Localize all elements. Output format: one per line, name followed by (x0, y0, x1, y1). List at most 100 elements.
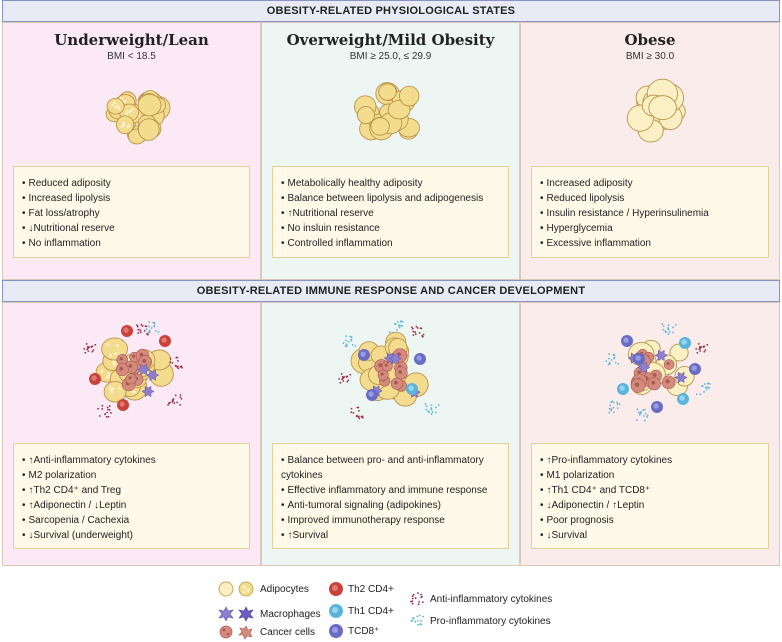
cytokine-dot (357, 416, 360, 418)
macrophage (137, 363, 151, 376)
obese-bmi: BMI ≥ 30.0 (625, 51, 675, 62)
cytokine-dot (137, 328, 140, 331)
cytokine-dot (671, 331, 674, 334)
cytokine-dot (612, 406, 615, 409)
cytokine-dot (148, 321, 151, 324)
bullet-icon: • (22, 223, 26, 234)
feature-text: ↑Th1 CD4⁺ and TCD8⁺ (546, 485, 651, 496)
cytokine-dot (136, 325, 139, 328)
cytokine-dot (703, 345, 706, 348)
cytokine-dot (411, 326, 413, 329)
cytokine-dot (83, 348, 86, 350)
cytokine-dot (174, 365, 177, 367)
cytokine-dot (86, 348, 89, 351)
cytokine-dot (416, 615, 419, 618)
feature-item: •No insluin resistance (281, 221, 500, 236)
cytokine-dot (106, 406, 109, 409)
cytokine-dot (417, 623, 420, 626)
cytokine-dot (665, 331, 667, 334)
feature-text: Insulin resistance / Hyperinsulinemia (546, 208, 709, 219)
cytokine-dot (610, 359, 613, 361)
cytokine-dot (425, 408, 428, 411)
cytokine-dot (148, 325, 150, 328)
cytokine-dot (105, 415, 108, 418)
cytokine-dot (410, 600, 412, 603)
cytokine-dot (167, 404, 169, 406)
feature-item: •Improved immunotherapy response (281, 513, 500, 528)
underweight-title: Underweight/Lean (54, 31, 209, 49)
adipocyte (370, 117, 390, 136)
feature-text: ↑Adiponectin / ↓Leptin (28, 500, 127, 511)
feature-item: •↓Adiponectin / ↑Leptin (540, 498, 760, 513)
cytokine-dot (411, 602, 414, 605)
feature-item: •↑Survival (281, 528, 500, 543)
cytokine-dot (91, 345, 94, 348)
cytokine-dot (608, 357, 610, 360)
feature-item: •Poor prognosis (540, 513, 760, 528)
cytokine-dot (617, 362, 620, 365)
cytokine-dot (181, 366, 183, 369)
cytokine-dot (87, 350, 90, 352)
cytokine-dot (341, 375, 344, 378)
cytokine-dot (644, 408, 646, 411)
obese-immune-features-box: •↑Pro-inflammatory cytokines•M1 polariza… (531, 443, 769, 549)
cytokine-dot (108, 409, 111, 411)
cytokine-dot (107, 415, 110, 418)
cytokine-dot (695, 348, 698, 350)
feature-text: Fat loss/atrophy (28, 208, 100, 219)
bullet-icon: • (540, 193, 544, 204)
cytokine-dot (173, 402, 176, 405)
cytokine-dot (412, 593, 415, 596)
cytokine-dot (418, 614, 421, 617)
pro-inflammatory-cytokine-icon (410, 614, 425, 626)
cytokine-dot (421, 334, 423, 337)
cytokine-dot (416, 619, 419, 622)
cytokine-dot (428, 411, 430, 414)
cytokine-dot (704, 386, 707, 389)
cytokine-dot (110, 411, 112, 414)
cytokine-dot (668, 330, 671, 333)
cancer-cell-icon (219, 625, 253, 640)
bullet-icon: • (281, 500, 285, 511)
bullet-icon: • (22, 238, 26, 249)
cytokine-dot (638, 413, 641, 416)
cytokine-dot (154, 329, 157, 332)
cytokine-dot (358, 409, 360, 412)
cytokine-dot (171, 362, 174, 364)
cytokine-dot (176, 366, 179, 368)
adipocyte (116, 115, 135, 135)
cytokine-dot (401, 325, 403, 327)
cytokine-dot (106, 411, 108, 414)
feature-text: Increased lipolysis (28, 193, 111, 204)
cytokine-dot (401, 320, 404, 323)
cytokine-dot (425, 405, 428, 408)
feature-item: •Controlled inflammation (281, 236, 500, 251)
bullet-icon: • (540, 470, 544, 481)
cytokine-dot (342, 380, 345, 382)
cytokine-dot (350, 411, 353, 414)
physiological-states-banner: OBESITY-RELATED PHYSIOLOGICAL STATES (2, 0, 780, 22)
cytokine-dot (696, 351, 699, 354)
cytokine-dot (610, 408, 613, 411)
cytokine-dot (410, 619, 413, 622)
th1-cell-icon (329, 604, 343, 618)
cytokine-dot (703, 350, 706, 353)
feature-text: Hyperglycemia (546, 223, 613, 234)
feature-item: •Excessive inflammation (540, 236, 760, 251)
cytokine-dot (157, 330, 160, 333)
cytokine-dot (616, 401, 619, 404)
cytokine-dot (414, 333, 417, 336)
cytokine-dot (357, 406, 360, 409)
cytokine-dot (417, 592, 419, 595)
cytokine-dot (140, 323, 143, 326)
cytokine-dot (350, 407, 353, 410)
cytokine-dot (98, 415, 101, 417)
feature-text: No inflammation (28, 238, 101, 249)
cytokine-dot (339, 381, 342, 384)
cytokine-dot (611, 400, 614, 403)
cytokine-dot (354, 344, 357, 347)
cytokine-dot (396, 329, 398, 331)
bullet-icon: • (281, 208, 285, 219)
bullet-icon: • (22, 208, 26, 219)
legend-tcd8: TCD8⁺ (328, 622, 379, 640)
